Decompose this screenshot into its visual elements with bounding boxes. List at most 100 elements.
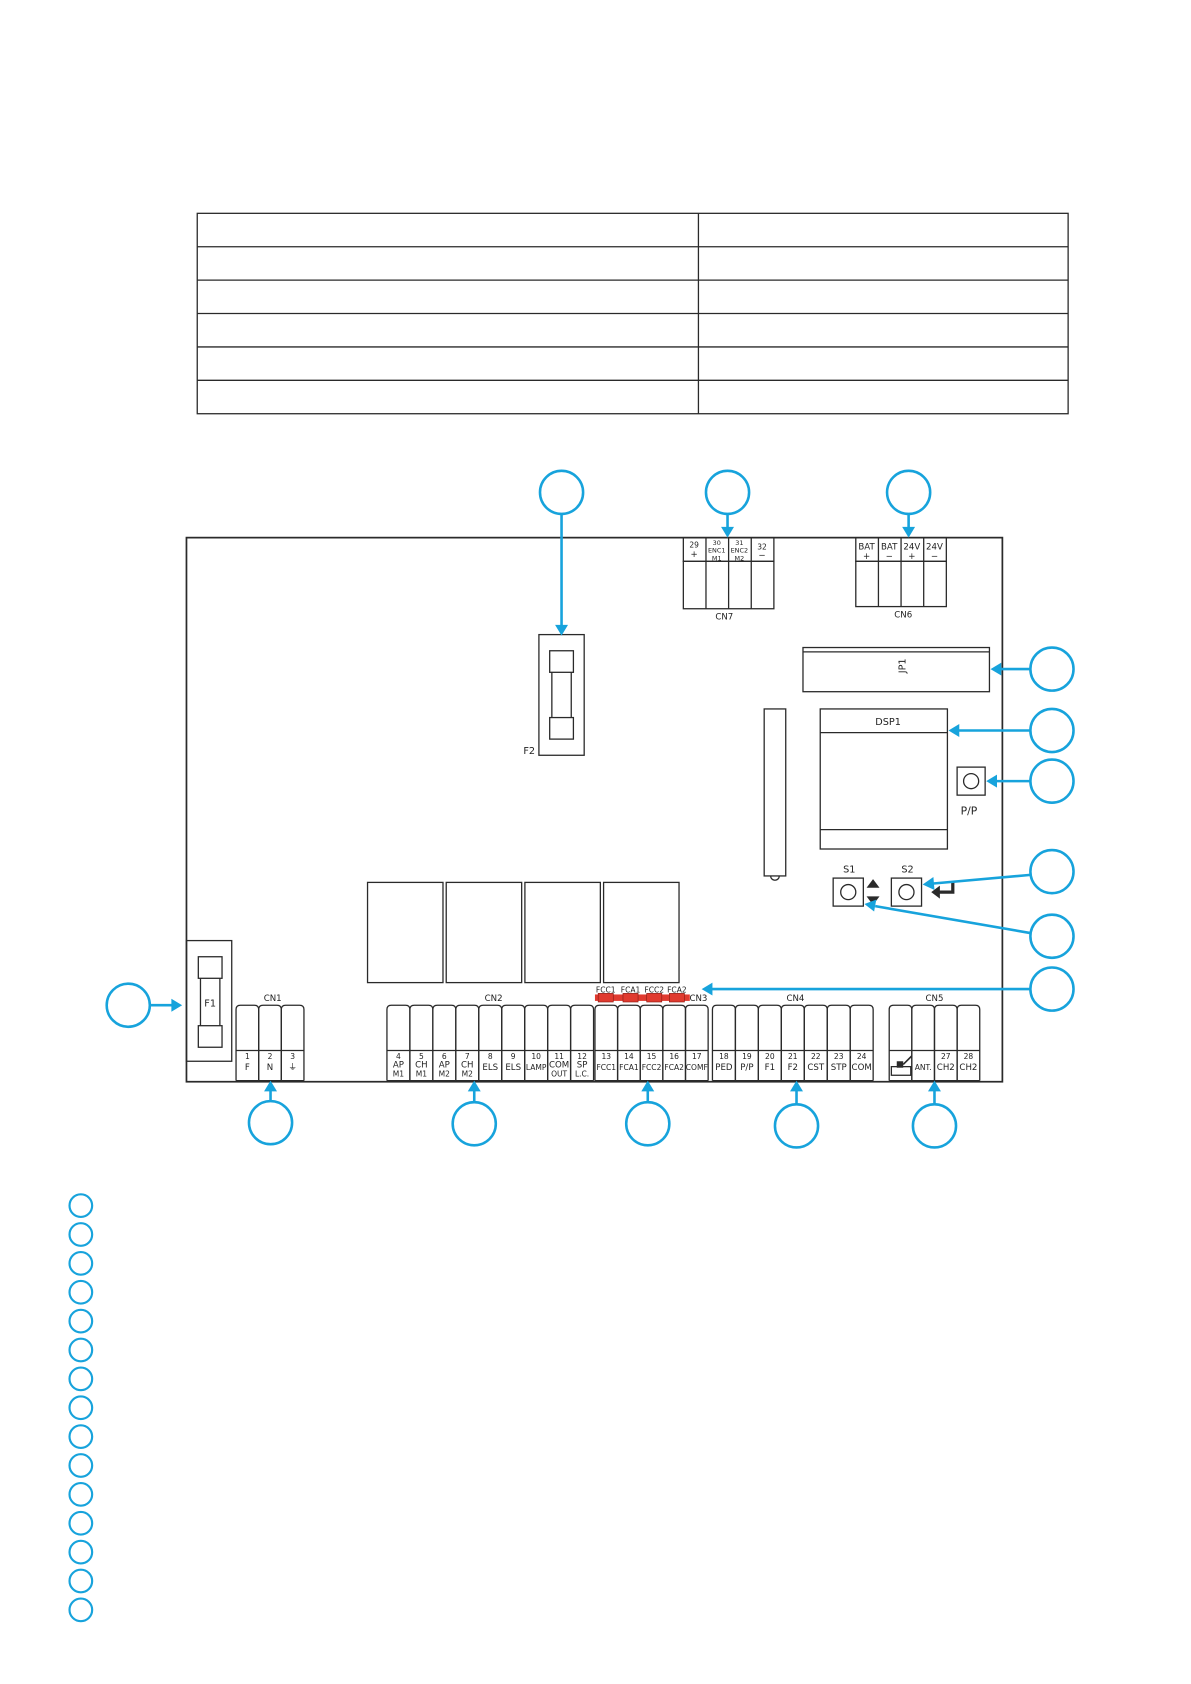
cn2-pin-sub: M1 [416, 1069, 428, 1078]
legend-marker [68, 1481, 94, 1507]
callout-jumper-jp1 [1029, 646, 1075, 692]
f1-cap-bottom [197, 1025, 223, 1048]
cn1-pin-name: F [245, 1063, 250, 1073]
legend-marker [68, 1222, 94, 1247]
callout-terminal-cn1 [247, 1099, 294, 1146]
cn4-pin-number: 23 [834, 1052, 844, 1061]
cn7-pin-name: ENC2 [731, 547, 749, 555]
jumper-jp1: JP1 [802, 646, 991, 693]
f1-holder [185, 939, 233, 1062]
pp-button-frame [956, 766, 986, 796]
enter-arrow-head [931, 885, 940, 899]
legend-marker [68, 1308, 94, 1334]
legend-marker [68, 1453, 94, 1478]
cn6-pin-sign: − [886, 552, 893, 562]
cn3-pin-name: FCA2 [664, 1063, 684, 1072]
callout-arrowhead [902, 526, 916, 538]
cn2-pin-number: 12 [577, 1052, 587, 1061]
legend-marker [68, 1568, 94, 1594]
led [669, 993, 685, 1003]
led-label: FCA2 [667, 985, 687, 994]
connector-cn6: BAT + BAT − 24V + 24V − CN6 [855, 536, 947, 620]
cn2-pin-name: AP [393, 1061, 404, 1071]
f1-label: F1 [204, 998, 216, 1009]
cn2-pin-name: ELS [505, 1063, 521, 1073]
cn2-pin-number: 9 [511, 1052, 516, 1061]
s1-cap [840, 883, 857, 901]
callout-terminal-cn2 [451, 1100, 498, 1147]
legend-marker [68, 1510, 94, 1536]
led-row: FCC1 FCA1 FCC2 FCA2 [594, 985, 690, 1003]
f2-label: F2 [523, 746, 535, 757]
cn2-pin-name: SP [577, 1061, 588, 1071]
cn3-pin-number: 13 [601, 1052, 611, 1061]
callout-terminal-cn3 [624, 1100, 671, 1147]
callout-arrowhead [928, 1080, 941, 1092]
spec-table [196, 212, 1069, 415]
cn5-pin-name: CH2 [959, 1063, 977, 1073]
cn3-label: CN3 [689, 994, 707, 1004]
cn1-pin-name: ⏚ [288, 1062, 297, 1073]
legend-list [68, 1193, 94, 1623]
dsp1-outline [819, 708, 949, 850]
s1-frame [832, 877, 864, 907]
cn4-pin-number: 20 [765, 1052, 775, 1061]
cn5-label: CN5 [926, 994, 944, 1004]
button-s2: S2 [890, 865, 955, 907]
relays [366, 881, 680, 984]
callout-arrowhead [555, 624, 569, 636]
callout-arrowhead [264, 1080, 278, 1092]
cn5-pin-name: CH2 [937, 1063, 955, 1073]
cn5-terminal-screw [956, 1004, 981, 1081]
f1-cap-top [197, 956, 223, 979]
f2-cap-bottom [549, 716, 575, 740]
bottom-terminals: 1F2N3⏚4APM15CHM16APM27CHM28ELS9ELS10LAMP… [235, 1004, 981, 1082]
pp-button-cap [962, 772, 980, 790]
callout-arrowhead [922, 877, 935, 890]
cn4-pin-name: CST [807, 1063, 824, 1073]
callout-encoder-cn7 [704, 469, 751, 516]
legend-marker [68, 1337, 94, 1363]
callout-terminal-cn5 [911, 1103, 958, 1149]
cn5-pin-number: 28 [964, 1052, 974, 1061]
led-label: FCC1 [596, 985, 616, 994]
jp1-outline [802, 646, 991, 693]
cn4-pin-name: F1 [765, 1063, 775, 1073]
cn7-pin-sub: M1 [712, 554, 722, 562]
cn4-pin-name: COM [852, 1063, 872, 1073]
callout-arrowhead [641, 1080, 655, 1092]
led [622, 993, 639, 1003]
cn2-pin-number: 8 [488, 1052, 493, 1061]
connector-cn7: 29 + 30 ENC1 M1 31 ENC2 M2 32 − CN7 [682, 536, 775, 623]
cn7-pin-name: + [691, 550, 698, 560]
cn2-pin-name: ELS [482, 1063, 498, 1073]
cn2-pin-sub: OUT [551, 1069, 567, 1078]
cn6-label: CN6 [894, 610, 912, 620]
callout-arrowhead [948, 724, 960, 737]
cn2-pin-number: 7 [465, 1052, 470, 1061]
callout-button-s2 [1029, 848, 1075, 895]
cn4-pin-number: 24 [857, 1052, 867, 1061]
led-label: FCC2 [644, 985, 664, 994]
button-pp: P/P [956, 766, 986, 818]
cn3-pin-name: FCA1 [619, 1063, 639, 1072]
enter-arrow-icon [937, 881, 955, 894]
cn6-pin-sign: − [931, 552, 938, 562]
antenna-mast [902, 1055, 913, 1066]
cn7-pin-name: − [758, 551, 765, 561]
s2-frame [890, 877, 923, 907]
cn2-pin-name: CH [415, 1061, 428, 1071]
cn4-terminal-screw [849, 1004, 874, 1081]
callout-arrowhead [467, 1080, 481, 1092]
legend-marker [68, 1279, 94, 1305]
cn2-pin-number: 4 [396, 1052, 401, 1061]
cn2-pin-name: CH [461, 1061, 474, 1071]
cn5-pin-number: 27 [941, 1052, 951, 1061]
cn6-pin-name: BAT [858, 542, 875, 552]
button-s1: S1 [832, 865, 880, 907]
callout-fuse-f2 [538, 469, 585, 516]
relay [524, 881, 601, 984]
cn3-pin-number: 17 [692, 1052, 702, 1061]
cn7-pin-sub: M2 [735, 554, 745, 562]
